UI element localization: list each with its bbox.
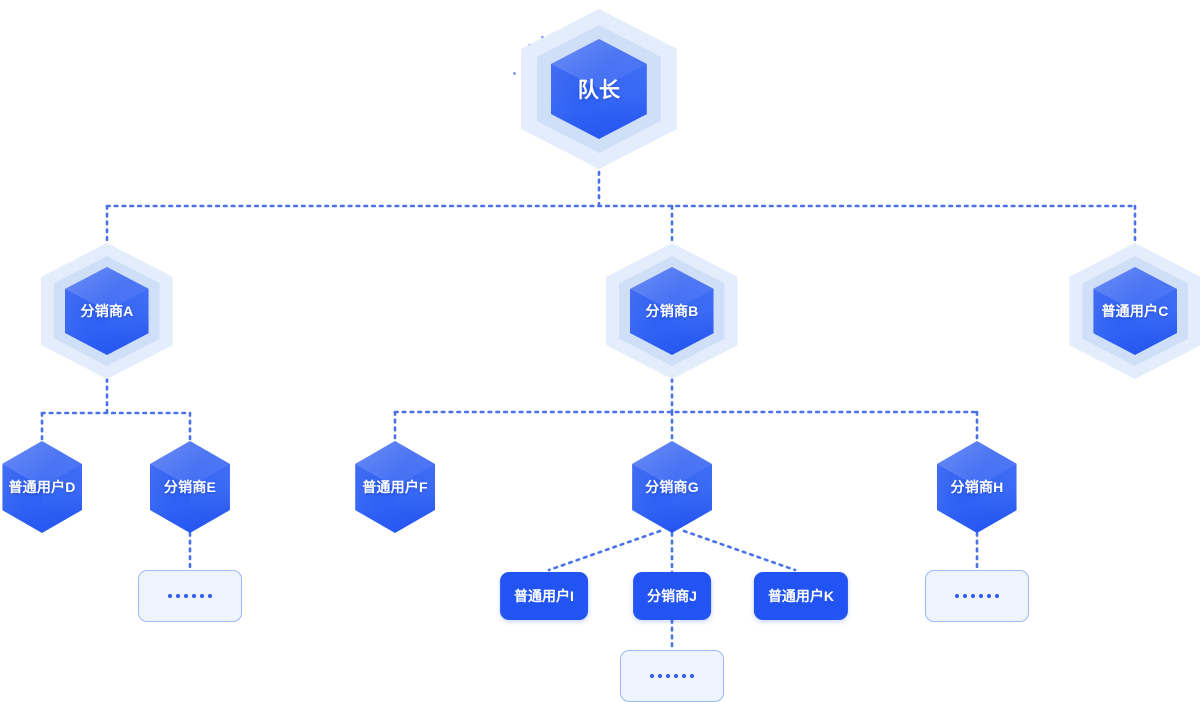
node-ellipsis-under-h[interactable] <box>925 570 1029 622</box>
sparkle-dot <box>541 36 544 39</box>
node-user-i[interactable]: 普通用户I <box>500 572 588 620</box>
ellipsis-dots <box>955 594 999 598</box>
node-label-distributor-g: 分销商G <box>645 479 699 495</box>
node-label-distributor-b: 分销商B <box>645 303 699 319</box>
connector-g-to-k <box>682 529 797 572</box>
node-user-c[interactable]: 普通用户C <box>1069 243 1200 379</box>
node-label-user-d: 普通用户D <box>8 479 76 495</box>
node-label-distributor-a: 分销商A <box>80 303 134 319</box>
node-distributor-g[interactable]: 分销商G <box>631 441 712 533</box>
node-label-user-c: 普通用户C <box>1101 303 1169 319</box>
node-distributor-e[interactable]: 分销商E <box>149 441 230 533</box>
node-distributor-a[interactable]: 分销商A <box>40 243 173 379</box>
sparkle-dot <box>513 72 516 75</box>
node-user-k[interactable]: 普通用户K <box>753 572 849 620</box>
node-label-distributor-h: 分销商H <box>950 479 1004 495</box>
node-distributor-h[interactable]: 分销商H <box>936 441 1017 533</box>
node-ellipsis-under-j[interactable] <box>620 650 724 702</box>
node-distributor-b[interactable]: 分销商B <box>605 243 738 379</box>
node-user-d[interactable]: 普通用户D <box>2 441 82 533</box>
node-label-captain: 队长 <box>577 79 621 102</box>
node-label-user-k: 普通用户K <box>767 588 835 604</box>
ellipsis-dots <box>650 674 694 678</box>
node-captain[interactable]: 队长 <box>521 9 677 169</box>
node-user-f[interactable]: 普通用户F <box>355 441 435 533</box>
node-label-user-f: 普通用户F <box>362 479 428 495</box>
node-ellipsis-under-e[interactable] <box>138 570 242 622</box>
node-distributor-j[interactable]: 分销商J <box>633 572 711 620</box>
node-label-distributor-j: 分销商J <box>647 588 697 604</box>
node-label-distributor-e: 分销商E <box>163 479 217 495</box>
ellipsis-dots <box>168 594 212 598</box>
node-label-user-i: 普通用户I <box>514 588 574 604</box>
connector-g-to-i <box>547 529 662 572</box>
